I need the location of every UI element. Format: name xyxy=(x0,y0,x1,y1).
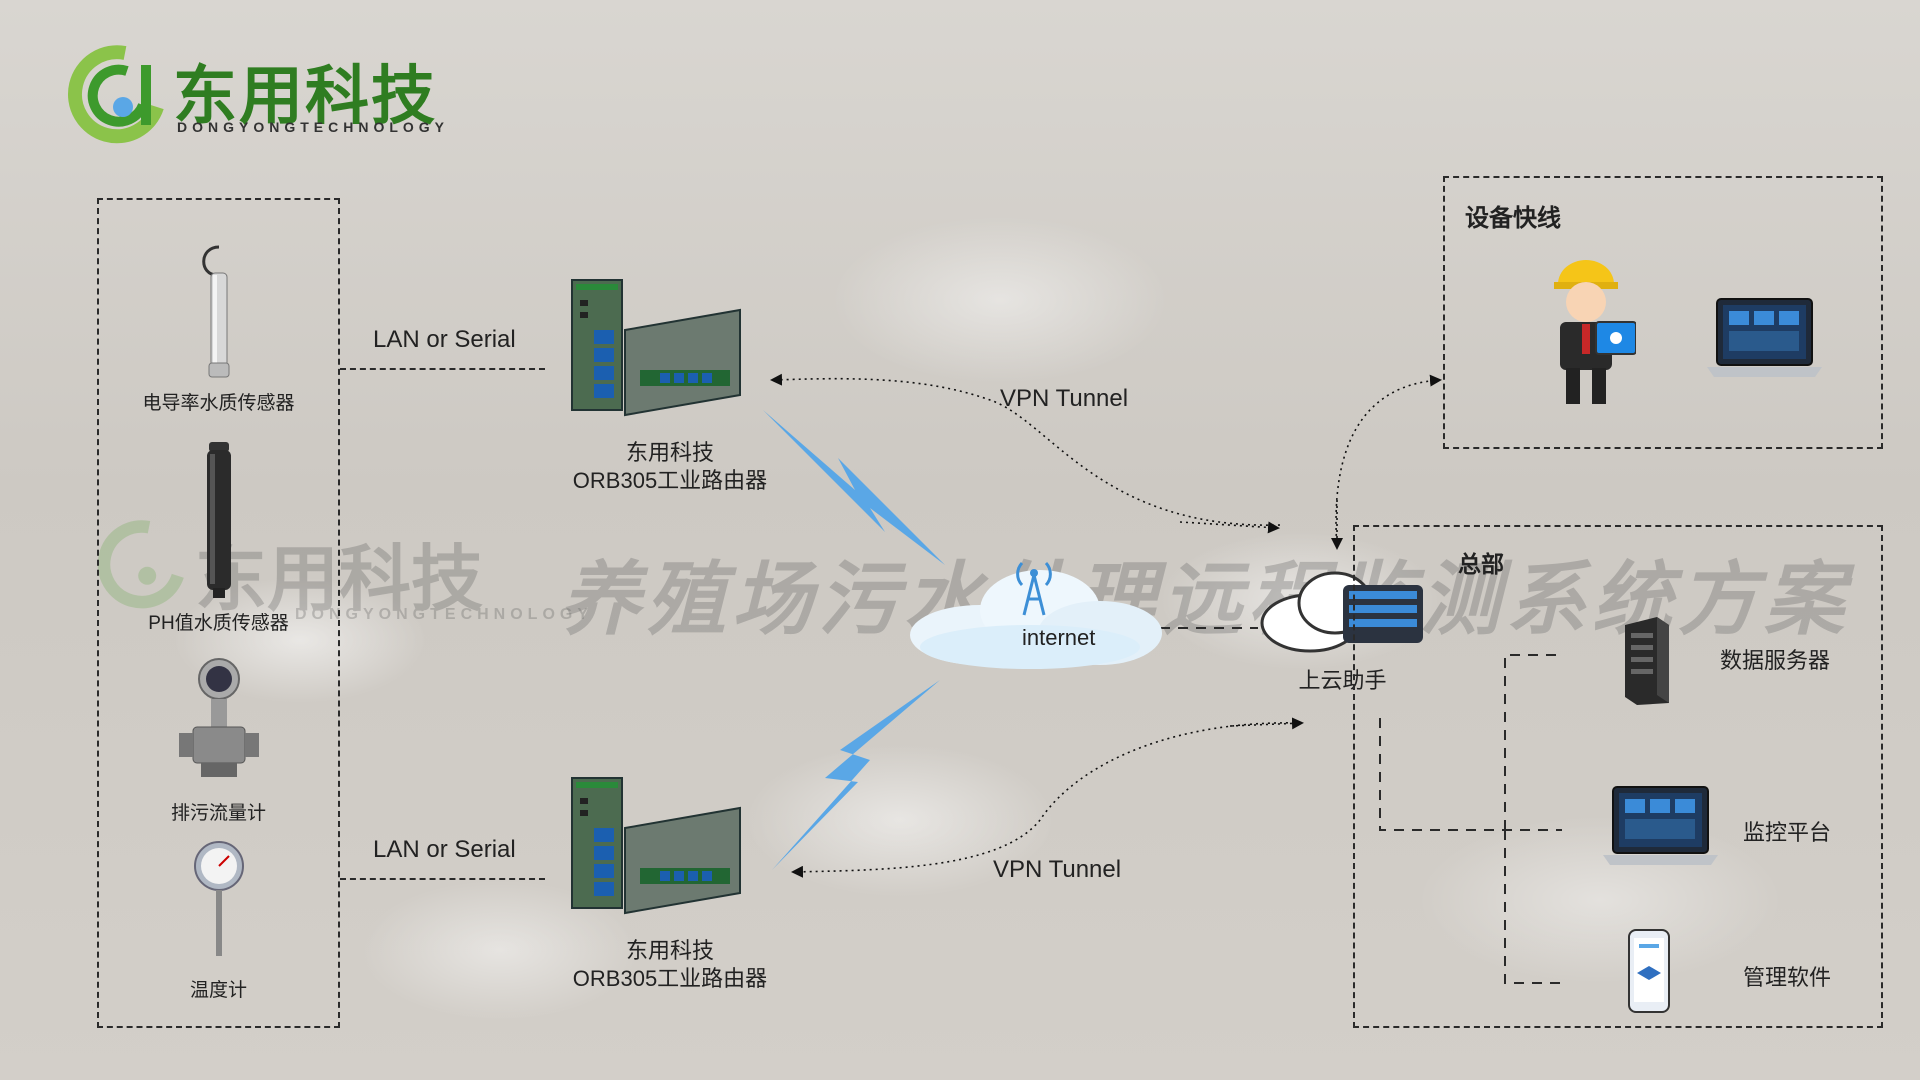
router-model: ORB305工业路由器 xyxy=(572,468,768,493)
sensors-box xyxy=(97,198,340,1028)
lightning-top-icon xyxy=(763,410,945,565)
router-icon xyxy=(571,279,741,417)
device-fastline-box xyxy=(1443,176,1883,449)
internet-cloud: internet xyxy=(900,555,1165,675)
sensor-flowmeter: 排污流量计 xyxy=(97,655,340,825)
phone-icon xyxy=(1628,929,1670,1013)
brand-logo: 东用科技 DONGYONGTECHNOLOGY xyxy=(65,45,465,145)
brand-subtitle: DONGYONGTECHNOLOGY xyxy=(177,119,450,135)
watermark-logo-icon xyxy=(97,520,184,609)
lan-label-top: LAN or Serial xyxy=(373,326,516,353)
sensor-thermometer: 温度计 xyxy=(97,840,340,1010)
vpn-label-top: VPN Tunnel xyxy=(1000,385,1129,412)
hq-item-label: 管理软件 xyxy=(1743,965,1832,990)
sensor-label: 温度计 xyxy=(189,980,247,1001)
hq-title: 总部 xyxy=(1458,551,1504,577)
router-brand: 东用科技 xyxy=(625,440,714,465)
sensor-label: 排污流量计 xyxy=(170,803,266,824)
hq-item-label: 监控平台 xyxy=(1743,820,1832,845)
vpn-curve-bottom xyxy=(791,722,1301,878)
vpn-curve-top-head xyxy=(1179,521,1280,534)
sensor-label: PH值水质传感器 xyxy=(148,613,289,634)
fastline-laptop-icon xyxy=(1707,298,1822,377)
hq-connector-lines xyxy=(1379,654,1562,984)
lan-line-top xyxy=(340,368,545,370)
server-icon xyxy=(1625,617,1669,705)
internet-label: internet xyxy=(1022,625,1096,650)
sensor-label: 电导率水质传感器 xyxy=(142,393,295,414)
flowmeter-icon xyxy=(179,658,259,777)
cloud-helper-label: 上云助手 xyxy=(1298,668,1387,693)
logo-mark-icon xyxy=(68,45,164,144)
cloud-helper: 上云助手 xyxy=(1255,565,1430,700)
conductivity-sensor-icon xyxy=(202,245,230,378)
ph-sensor-icon xyxy=(207,442,231,598)
cloud-icon xyxy=(910,570,1162,669)
signal-tower-icon xyxy=(1016,561,1052,616)
sensor-ph: PH值水质传感器 xyxy=(97,440,340,634)
engineer-icon xyxy=(1554,260,1636,404)
vpn-curve-bottom-head xyxy=(1229,717,1304,730)
vpn-label-bottom: VPN Tunnel xyxy=(993,856,1122,883)
device-fastline-title: 设备快线 xyxy=(1465,205,1561,232)
router-top: 东用科技 ORB305工业路由器 xyxy=(560,270,780,500)
router-icon xyxy=(571,777,741,915)
lightning-bottom-icon xyxy=(772,680,940,870)
brand-name: 东用科技 xyxy=(173,60,437,132)
watermark-sub: DONGYONGTECHNOLOGY xyxy=(295,606,594,623)
hq-box xyxy=(1353,525,1883,1028)
helper-to-fastline-curve xyxy=(1335,374,1442,549)
router-brand: 东用科技 xyxy=(625,938,714,963)
sensor-conductivity: 电导率水质传感器 xyxy=(97,240,340,420)
hq-item-label: 数据服务器 xyxy=(1720,648,1831,673)
router-model: ORB305工业路由器 xyxy=(572,966,768,991)
router-bottom: 东用科技 ORB305工业路由器 xyxy=(560,768,780,998)
thermometer-icon xyxy=(194,841,244,956)
laptop-icon xyxy=(1603,786,1718,865)
lan-line-bottom xyxy=(340,878,545,880)
cloud-server-icon xyxy=(1260,571,1423,653)
lan-label-bottom: LAN or Serial xyxy=(373,836,516,863)
